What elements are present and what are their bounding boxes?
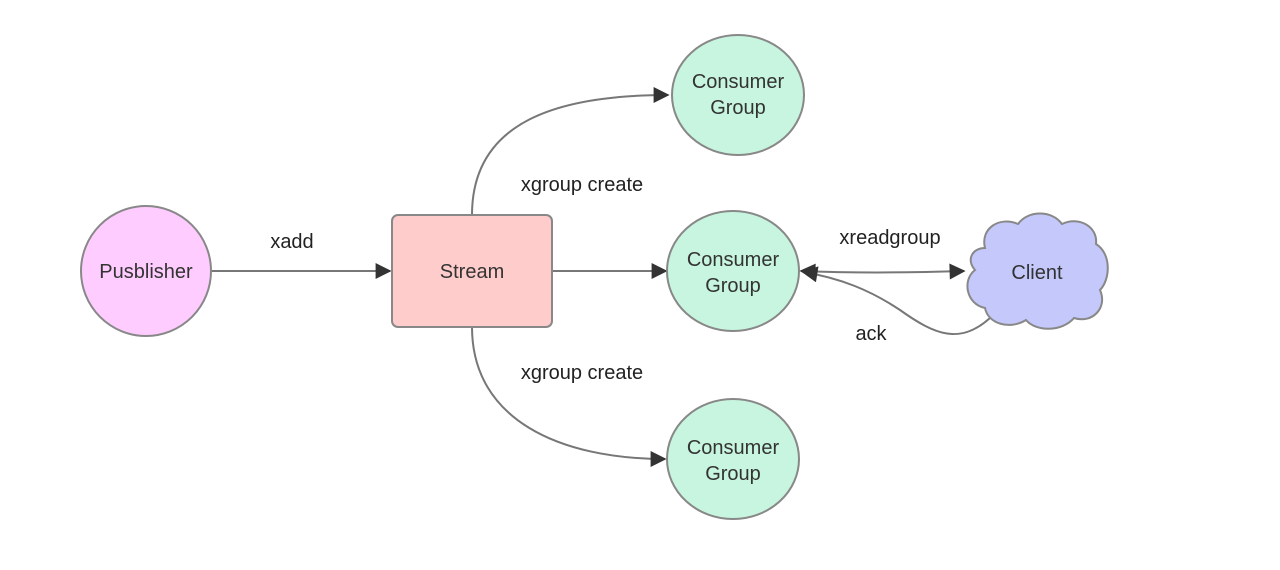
edge-xgroup-create-top xyxy=(471,87,670,216)
consumer-group-middle-label-line1: Consumer xyxy=(687,249,780,271)
edge-label-xgroup-create-top: xgroup create xyxy=(521,174,643,196)
consumer-group-bottom-shape xyxy=(666,398,800,520)
edge-label-xgroup-create-bottom: xgroup create xyxy=(521,362,643,384)
edge-xreadgroup xyxy=(799,263,966,280)
client-node: Client xyxy=(966,212,1109,330)
client-cloud-shape xyxy=(966,212,1109,330)
consumer-group-bottom-label-line2: Group xyxy=(705,463,761,485)
edge-xgroup-create-bottom xyxy=(471,326,667,467)
consumer-group-middle-node: Consumer Group xyxy=(666,210,800,332)
publisher-shape xyxy=(80,205,212,337)
edge-label-xreadgroup: xreadgroup xyxy=(839,227,940,249)
publisher-label: Pusblisher xyxy=(99,261,193,283)
consumer-group-top-label-line2: Group xyxy=(710,97,766,119)
publisher-node: Pusblisher xyxy=(80,205,212,337)
client-label: Client xyxy=(1011,262,1063,284)
consumer-group-middle-shape xyxy=(666,210,800,332)
consumer-group-top-label-line1: Consumer xyxy=(692,71,785,93)
stream-node: Stream xyxy=(391,214,553,328)
consumer-group-top-node: Consumer Group xyxy=(671,34,805,156)
stream-label: Stream xyxy=(440,261,504,283)
consumer-group-bottom-node: Consumer Group xyxy=(666,398,800,520)
consumer-group-bottom-label-line1: Consumer xyxy=(687,437,780,459)
edge-label-ack: ack xyxy=(855,323,887,345)
consumer-group-top-shape xyxy=(671,34,805,156)
consumer-group-middle-label-line2: Group xyxy=(705,275,761,297)
stream-shape xyxy=(391,214,553,328)
edge-ack xyxy=(801,266,991,335)
edge-label-xadd: xadd xyxy=(270,231,313,253)
